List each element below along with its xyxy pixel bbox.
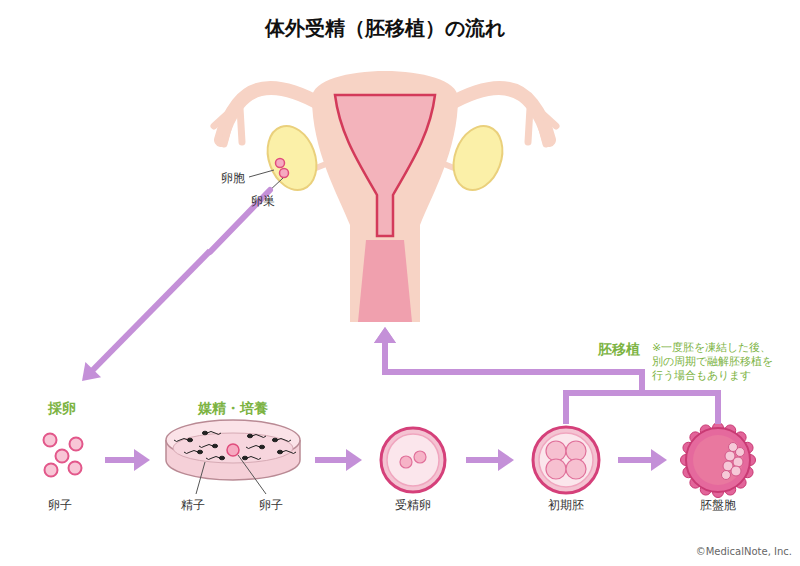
flow-arrow: [82, 251, 210, 381]
note: ※一度胚を凍結した後、 別の周期で融解胚移植を 行う場合もあります: [652, 341, 794, 382]
flow-arrow: [466, 449, 514, 471]
step-retrieval: 採卵卵子: [30, 383, 102, 515]
flow-arrow: [618, 449, 667, 471]
vagina: [358, 240, 412, 322]
edge-label: 胚移植: [596, 341, 642, 359]
part-label: 受精卵: [395, 498, 431, 512]
uterus-body: [312, 71, 458, 322]
part-label: 精子: [181, 498, 205, 512]
flow-arrow: [315, 449, 362, 471]
step-blastocyst: 胚盤胞: [670, 425, 766, 515]
step-title: 媒精・培養: [198, 400, 268, 417]
uterine-cavity: [335, 95, 435, 236]
part-label: 卵胞: [221, 171, 245, 185]
step-zygote: 受精卵: [365, 425, 463, 515]
transfer-arrow: [374, 327, 642, 424]
diagram-title: 体外受精（胚移植）の流れ: [135, 16, 635, 41]
leader-line: [249, 170, 274, 177]
uterus-illustration: [214, 71, 556, 322]
flow-arrow: [105, 449, 150, 471]
part-label: 胚盤胞: [700, 498, 736, 512]
uterus-illustration: 卵胞卵巣: [210, 60, 560, 325]
blastocyst: [681, 423, 756, 498]
follicle: [280, 169, 289, 178]
copyright: ©MedicalNote, Inc.: [696, 546, 792, 559]
step-early-embryo: 初期胚: [517, 425, 615, 515]
step-title: 採卵: [48, 400, 76, 417]
zygote: [381, 428, 445, 492]
follicle: [276, 159, 285, 168]
eggs: [44, 434, 83, 477]
step-culture: 媒精・培養精子 卵子: [153, 383, 312, 515]
part-label: 卵子: [48, 498, 72, 512]
part-label: 卵子: [259, 498, 283, 512]
part-label: 初期胚: [548, 498, 584, 512]
petri-dish: [166, 420, 300, 494]
early-embryo: [533, 427, 599, 493]
part-label: 卵巣: [251, 194, 275, 208]
